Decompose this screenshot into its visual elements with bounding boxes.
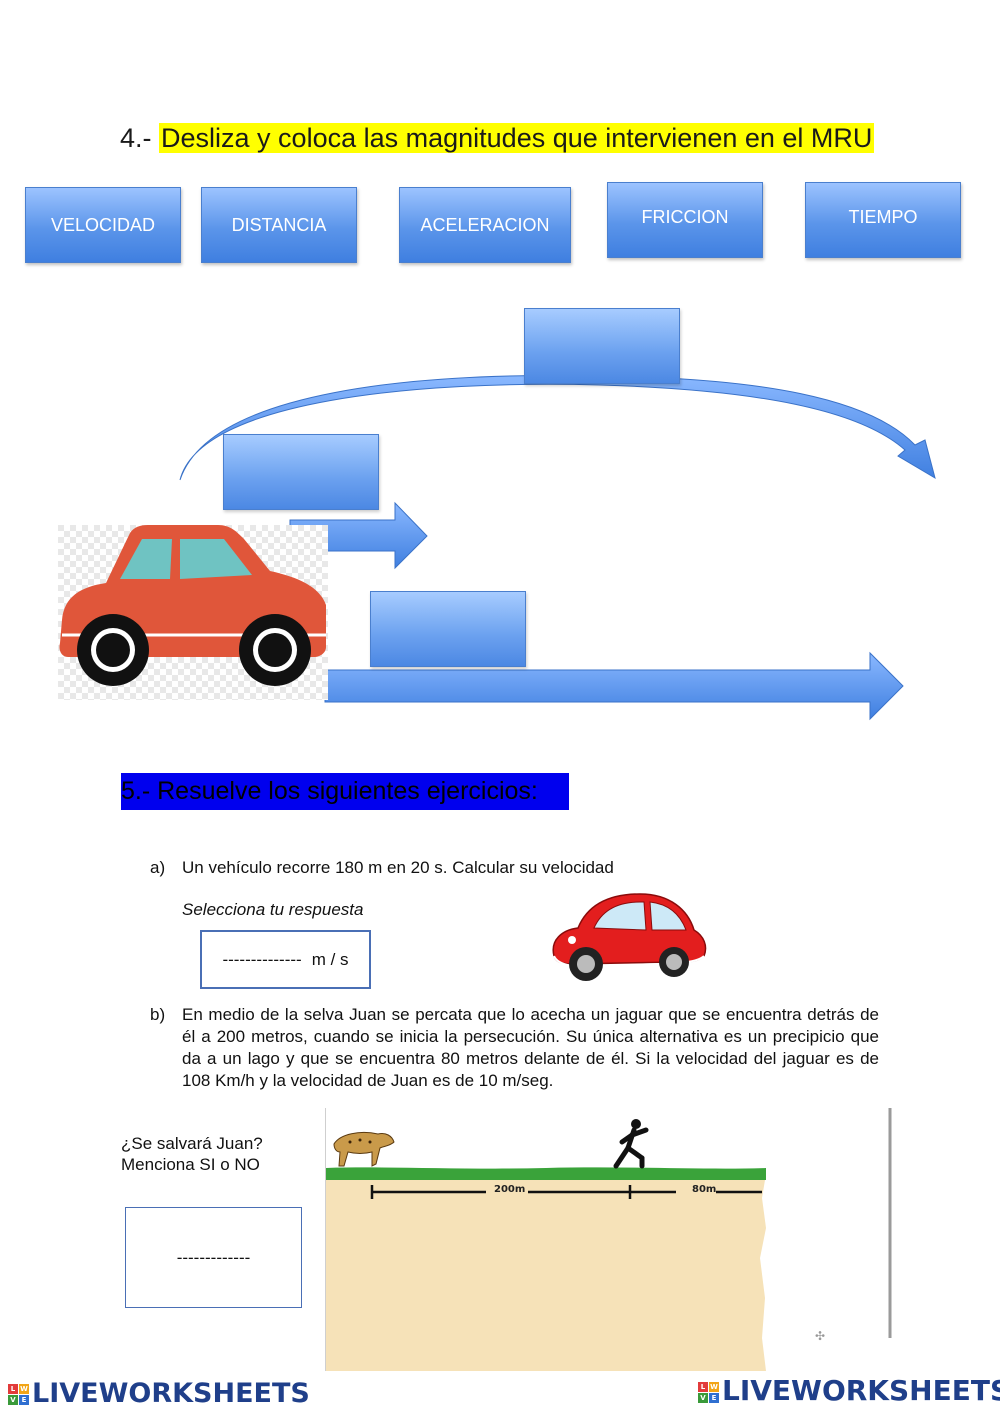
question-4-number: 4.- [120,123,152,153]
exercise-b-question-1: ¿Se salvará Juan? [121,1134,263,1153]
chip-aceleracion[interactable]: ACELERACION [399,187,571,263]
exercise-a-answer-box[interactable]: -------------- m / s [200,930,371,989]
liveworksheets-badge-icon: L W V E [8,1384,29,1405]
runner-figure [613,1119,649,1169]
chip-velocidad[interactable]: VELOCIDAD [25,187,181,263]
chase-diagram: ✣ 200m 80m [325,1108,893,1371]
chip-distancia[interactable]: DISTANCIA [201,187,357,263]
distance-label-80: 80m [692,1184,717,1195]
exercise-a-prompt: Selecciona tu respuesta [182,900,364,919]
exercise-b-text: En medio de la selva Juan se percata que… [182,1005,879,1090]
footer-logo-right[interactable]: L W V E LIVEWORKSHEETS [698,1374,1000,1407]
exercise-b-question-2: Menciona SI o NO [121,1155,260,1174]
chip-friccion[interactable]: FRICCION [607,182,763,258]
distance-label-200: 200m [494,1184,526,1195]
exercise-b-answer-placeholder[interactable]: ------------- [176,1247,251,1267]
question-4-text: Desliza y coloca las magnitudes que inte… [159,123,875,153]
exercise-a-letter: a) [150,858,166,877]
liveworksheets-badge-icon: L W V E [698,1381,719,1403]
footer-logo-left-text: LIVEWORKSHEETS [32,1378,310,1409]
footer-logo-left[interactable]: L W V E LIVEWORKSHEETS [8,1378,310,1409]
red-beetle-car-image [552,893,707,981]
footer-logo-right-text: LIVEWORKSHEETS [722,1374,1000,1407]
chase-diagram-graphic: ✣ [326,1108,893,1371]
exercise-a-unit: m / s [311,949,349,969]
orange-car-image [58,525,328,700]
drop-target-bottom[interactable] [370,591,526,667]
curved-arrow [179,374,936,481]
exercise-a-answer-placeholder[interactable]: -------------- [222,949,302,969]
exercise-b-answer-box[interactable]: ------------- [125,1207,302,1308]
drop-target-top[interactable] [524,308,680,384]
chip-tiempo[interactable]: TIEMPO [805,182,961,258]
long-arrow [324,651,904,721]
exercise-a-text: Un vehículo recorre 180 m en 20 s. Calcu… [182,858,614,877]
question-5-title: 5.- Resuelve los siguientes ejercicios: [121,773,569,810]
exercise-b-letter: b) [150,1005,166,1024]
svg-text:✣: ✣ [815,1329,825,1343]
jaguar-figure [333,1131,395,1167]
drop-target-middle[interactable] [223,434,379,510]
question-4-title: 4.- Desliza y coloca las magnitudes que … [120,118,875,158]
